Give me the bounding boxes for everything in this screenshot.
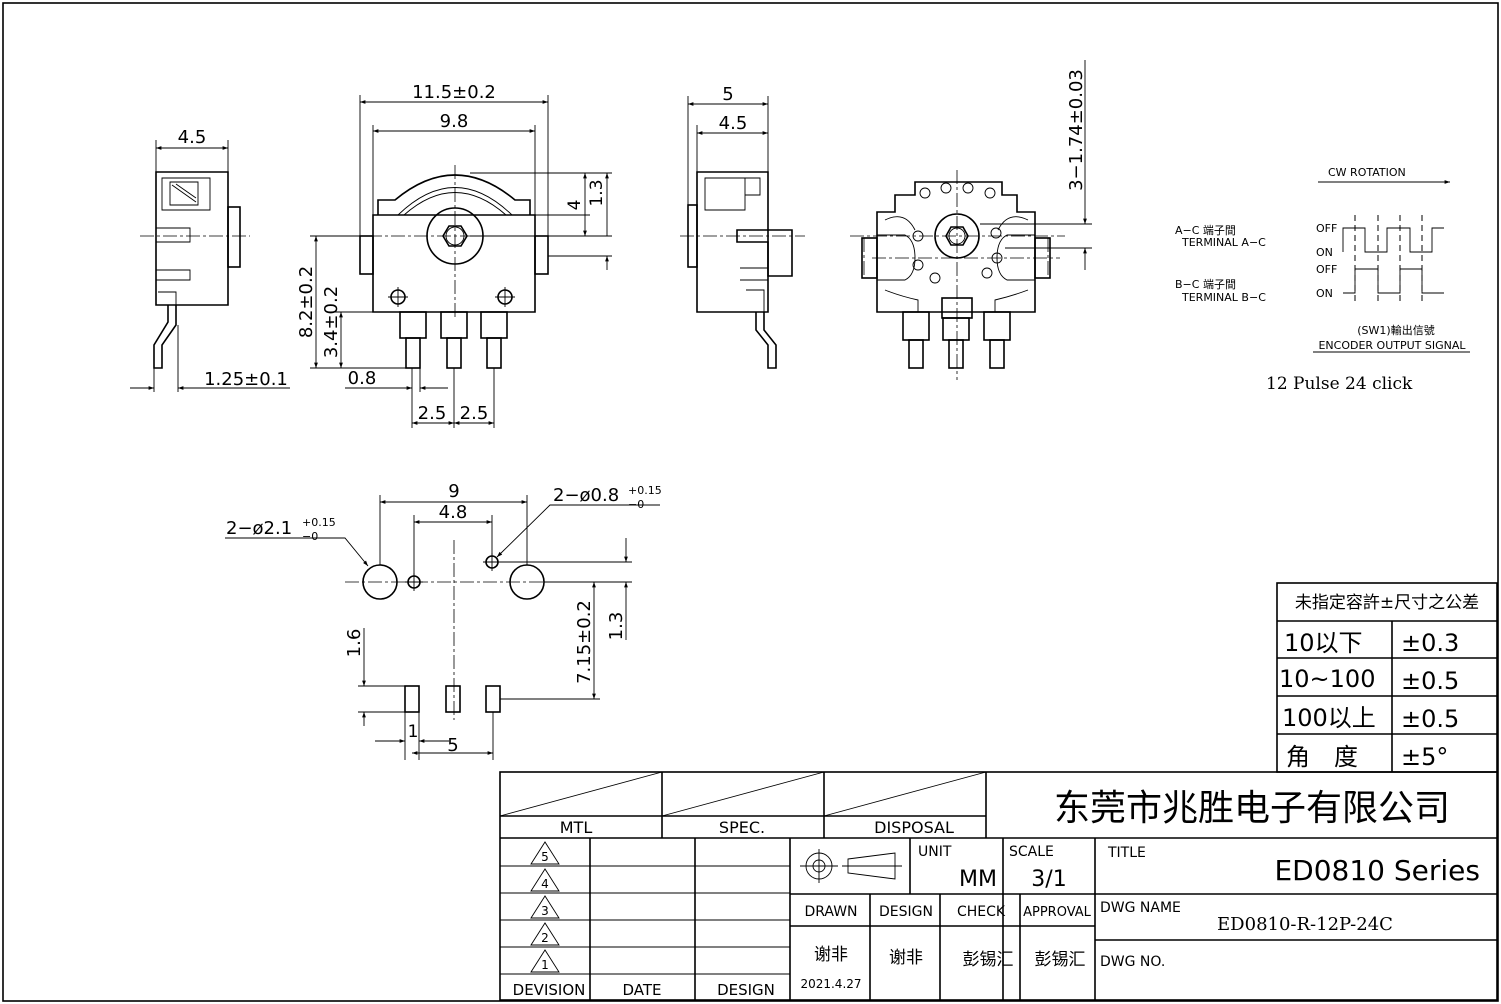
tolerance-range-1: 10以下 [1284,629,1363,657]
revision-3: 3 [541,904,549,918]
dim-side-width: 4.5 [178,127,207,148]
title-block: MTL SPEC. DISPOSAL 东莞市兆胜电子有限公司 5 4 3 2 1… [499,771,1498,1001]
dim-pin-offset: 1.25±0.1 [204,369,288,390]
revision-1: 1 [541,958,549,972]
label-hole-small: 2−ø0.8 [553,485,619,506]
revision-4: 4 [541,877,549,891]
pad-1 [404,685,420,713]
signal-ac-en: TERMINAL A−C [1181,236,1266,249]
dim-layout-1: 1 [408,722,419,742]
label-division: DEVISION [513,981,586,999]
label-spec: SPEC. [719,818,765,837]
tolerance-header: 未指定容許±尺寸之公差 [1295,593,1479,613]
dim-height-8-2: 8.2±0.2 [296,266,317,338]
dim-inner-width: 9.8 [440,111,469,132]
signal-off-1: OFF [1316,222,1337,235]
label-hole-large-tol-up: +0.15 [302,516,336,529]
check-by: 彭锡汇 [963,950,1014,970]
pcb-layout: 9 4.8 2−ø2.1 +0.15 −0 2−ø0.8 +0.15 −0 1.… [225,481,662,760]
tolerance-range-3: 100以上 [1282,704,1376,732]
value-title: ED0810 Series [1274,854,1480,887]
label-hole-small-tol-dn: −0 [628,498,644,511]
signal-ac-cn: A−C 端子間 [1175,224,1236,237]
signal-caption-en: ENCODER OUTPUT SIGNAL [1318,339,1466,352]
drawn-by: 谢非 [814,945,848,965]
label-drawn: DRAWN [804,904,857,920]
label-design: DESIGN [879,904,933,920]
signal-on-2: ON [1316,287,1333,300]
tolerance-value-3: ±0.5 [1401,705,1459,733]
dim-height-1-3: 1.3 [587,179,607,206]
dim-layout-1-6: 1.6 [344,629,365,658]
signal-rotation-label: CW ROTATION [1328,166,1406,179]
tolerance-value-2: ±0.5 [1401,667,1459,695]
dim-pitch-a: 2.5 [418,403,447,424]
value-dwg-name: ED0810-R-12P-24C [1217,914,1393,935]
label-hole-large: 2−ø2.1 [226,518,292,539]
dim-layout-9: 9 [448,481,459,502]
signal-caption-cn: (SW1)輸出信號 [1357,323,1434,337]
drawn-date: 2021.4.27 [800,977,861,991]
dim-side2-width45: 4.5 [719,113,748,134]
tolerance-value-1: ±0.3 [1401,629,1459,657]
label-approval: APPROVAL [1023,905,1092,920]
label-dwg-name: DWG NAME [1100,900,1181,916]
dim-height-3-4: 3.4±0.2 [321,286,342,358]
dim-0-8: 0.8 [348,368,377,389]
projection-symbol [800,849,902,883]
label-check: CHECK [957,904,1006,920]
signal-on-1: ON [1316,246,1333,259]
dim-layout-4-8: 4.8 [439,502,468,523]
pad-3 [485,685,501,713]
side-view-right: 5 4.5 [680,84,805,369]
revision-2: 2 [541,931,549,945]
label-design-col: DESIGN [717,981,775,999]
front-view: 11.5±0.2 9.8 4 1.3 8.2±0.2 3.4±0.2 0.8 2… [296,82,612,428]
pad-2 [445,685,461,713]
encoder-signal-diagram: CW ROTATION A−C 端子間 TERMINAL A−C B−C 端子間… [1175,166,1470,394]
label-unit: UNIT [918,844,952,860]
dim-layout-7-15: 7.15±0.2 [574,600,595,684]
dim-layout-1-3: 1.3 [606,612,627,641]
value-unit: MM [959,867,997,892]
revision-5: 5 [541,850,549,864]
label-hole-small-tol-up: +0.15 [628,484,662,497]
design-by: 谢非 [889,948,923,968]
label-dwg-no: DWG NO. [1100,954,1165,970]
label-disposal: DISPOSAL [874,818,954,837]
dim-mount-holes: 3−1.74±0.03 [1066,69,1087,191]
label-mtl: MTL [560,818,593,837]
dim-body-width: 11.5±0.2 [412,82,496,103]
signal-bc-cn: B−C 端子間 [1175,278,1236,291]
tolerance-range-4: 角 度 [1286,743,1358,771]
tolerance-table: 未指定容許±尺寸之公差 10以下 ±0.3 10~100 ±0.5 100以上 … [1276,582,1498,773]
signal-bc-en: TERMINAL B−C [1181,291,1266,304]
signal-off-2: OFF [1316,263,1337,276]
label-hole-large-tol-dn: −0 [302,530,318,543]
approval-by: 彭锡汇 [1035,950,1086,970]
company-name: 东莞市兆胜电子有限公司 [1054,788,1450,829]
label-scale: SCALE [1009,844,1054,860]
dim-height-4: 4 [565,200,585,211]
label-date: DATE [622,981,661,999]
tolerance-value-4: ±5° [1401,743,1448,771]
dim-pitch-b: 2.5 [460,403,489,424]
dim-layout-5: 5 [447,735,458,756]
value-scale: 3/1 [1031,867,1066,892]
dim-side2-width5: 5 [722,84,733,105]
revision-triangles: 5 4 3 2 1 [530,841,560,973]
pulse-count: 12 Pulse 24 click [1266,374,1413,394]
label-title: TITLE [1107,845,1146,861]
tolerance-range-2: 10~100 [1279,665,1375,693]
side-view-left: 4.5 1.25±0.1 [130,127,290,392]
back-view: 3−1.74±0.03 [850,60,1092,380]
